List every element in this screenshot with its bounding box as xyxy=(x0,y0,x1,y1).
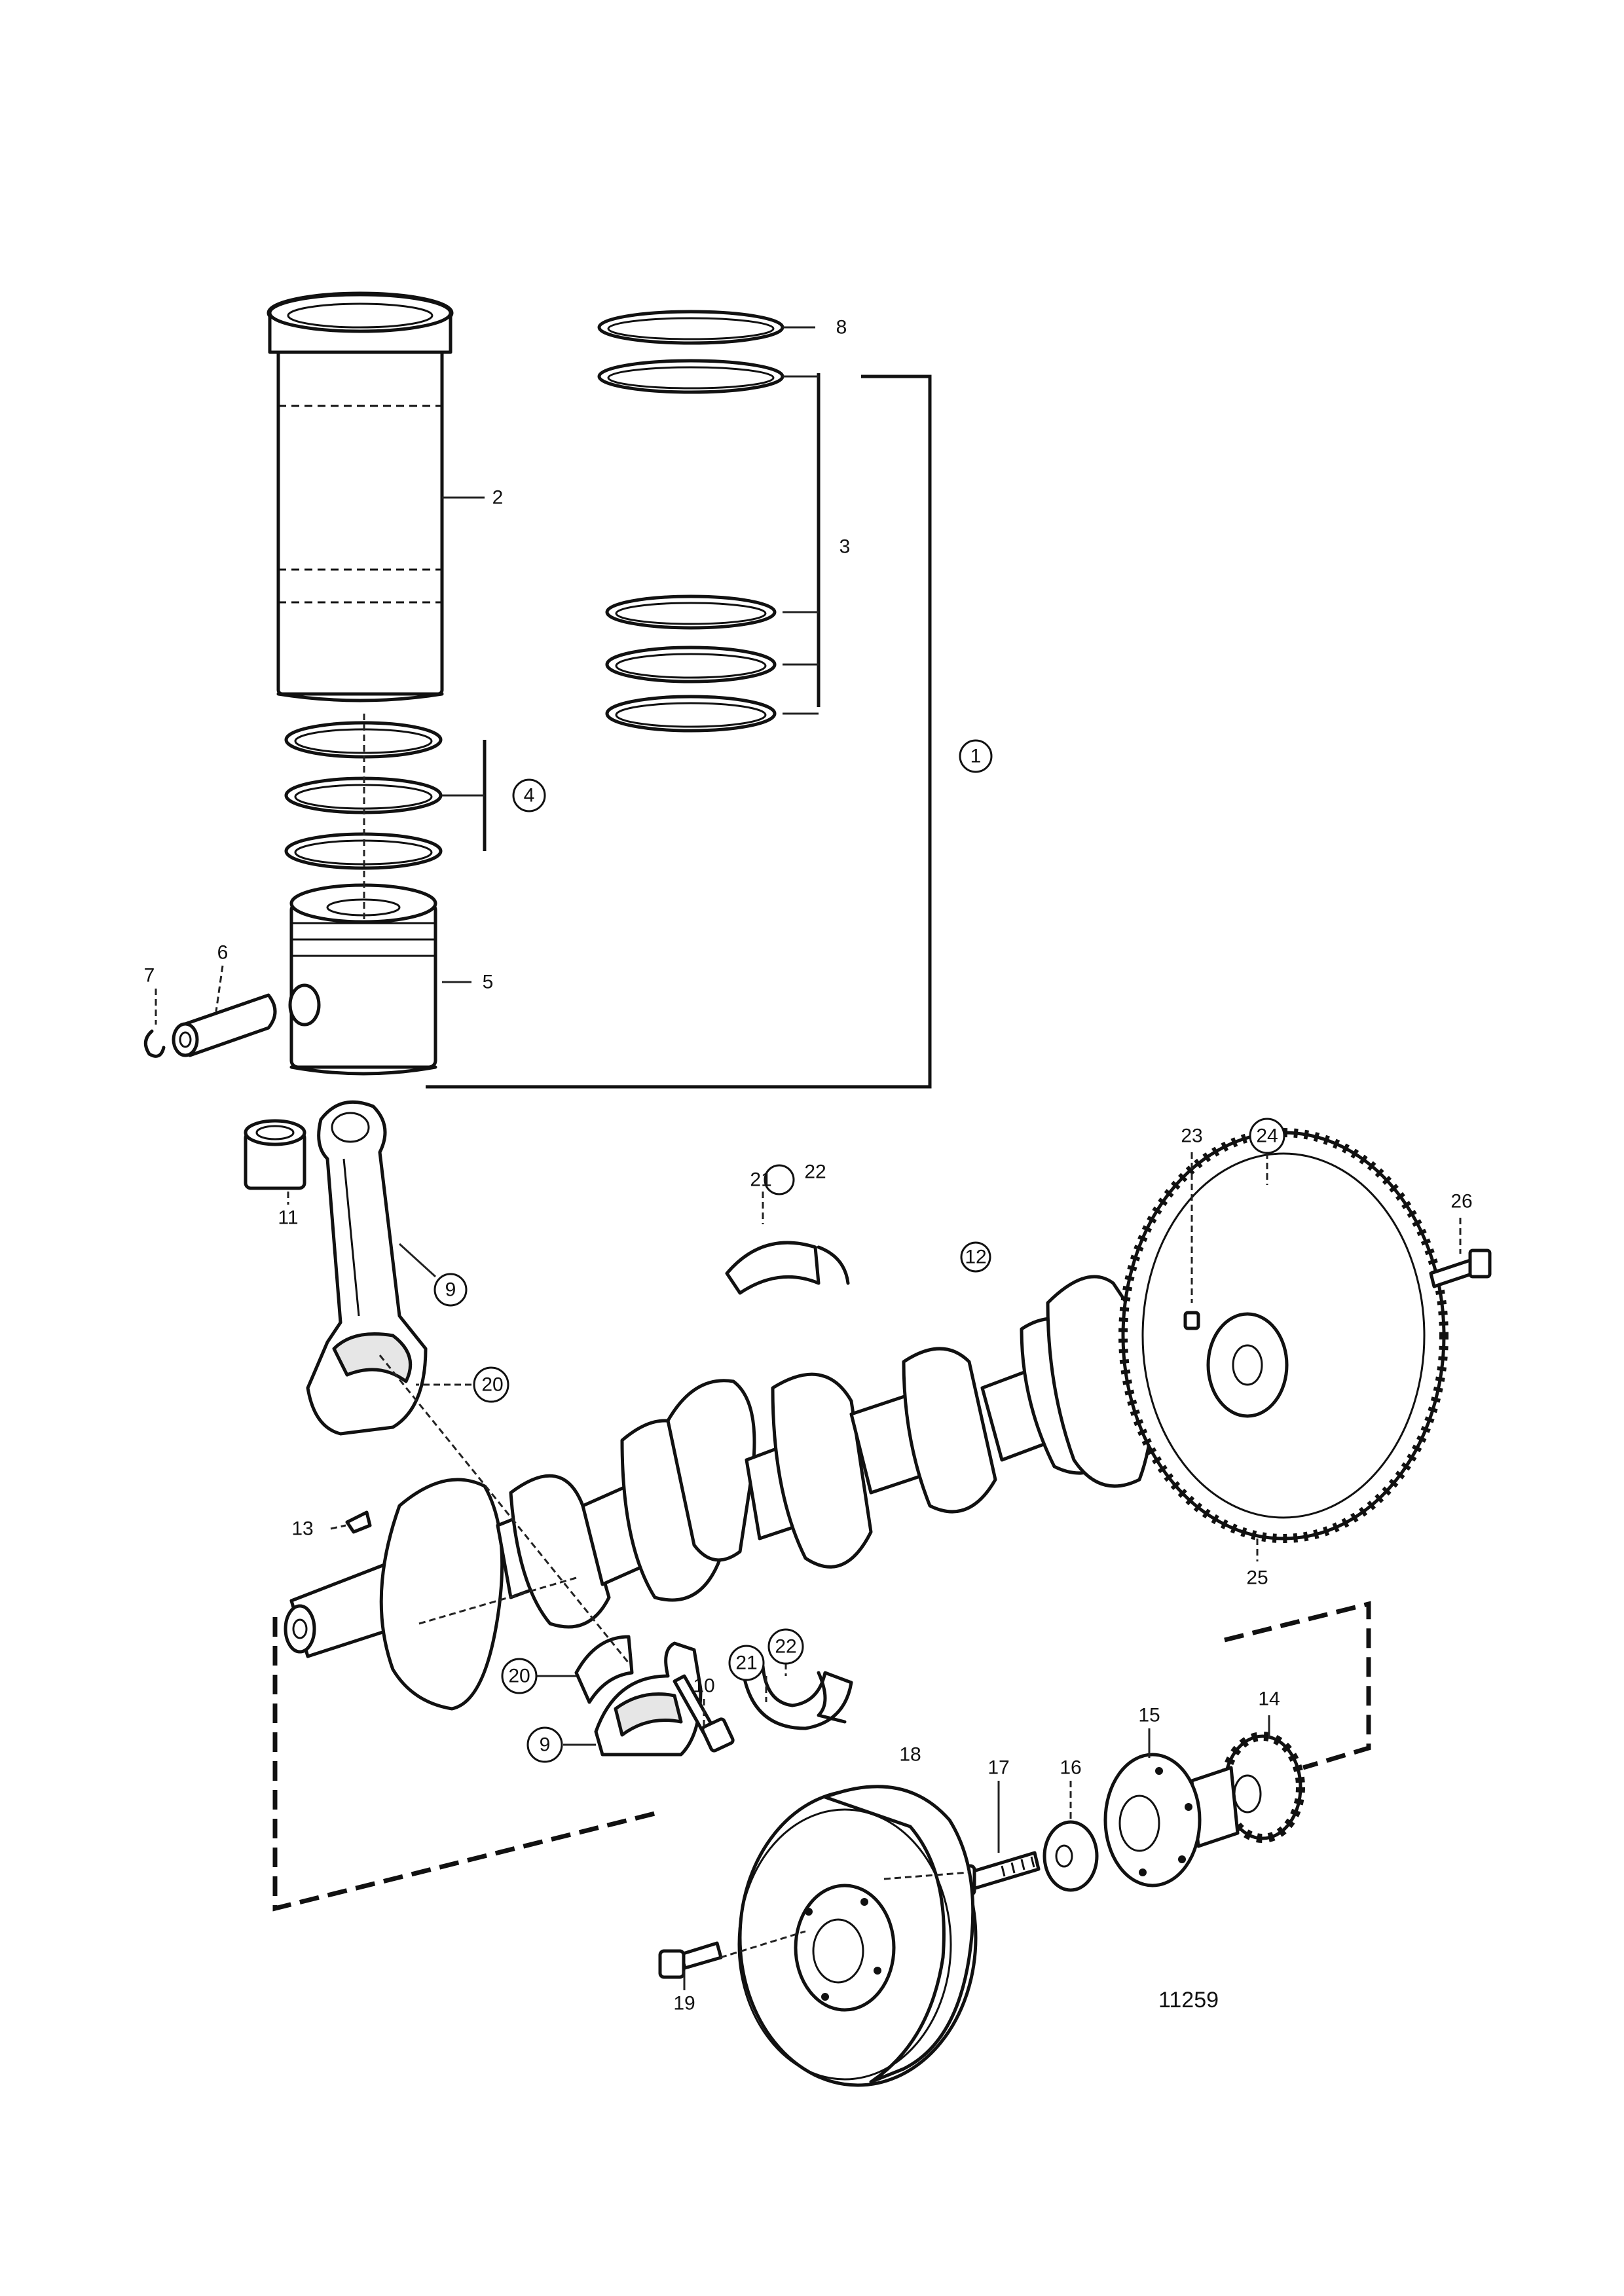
callout-label: 23 xyxy=(1181,1125,1202,1147)
callout-circle xyxy=(767,1628,804,1665)
circlip xyxy=(143,1029,166,1058)
callout-label: 16 xyxy=(1060,1757,1081,1779)
washer xyxy=(1043,1820,1099,1892)
connecting-rod-cap xyxy=(594,1641,703,1757)
callout-circle xyxy=(959,739,993,773)
small-end-bushing xyxy=(244,1119,306,1190)
callout-label: 10 xyxy=(693,1675,714,1697)
callout-label: 19 xyxy=(673,1993,695,2014)
callout-labels: 8 2 3 1 4 5 6 7 11 9 21 22 12 20 13 23 2… xyxy=(144,317,1473,2014)
callout-label: 14 xyxy=(1258,1688,1280,1710)
flywheel-bolt xyxy=(1429,1248,1492,1288)
callout-circle xyxy=(1249,1118,1285,1154)
rod-bolt xyxy=(673,1674,735,1753)
rod-bearing-shell xyxy=(574,1635,634,1704)
callout-label: 26 xyxy=(1450,1191,1472,1212)
callout-label: 20 xyxy=(508,1666,530,1687)
leader-lines xyxy=(155,714,1462,1990)
callout-label: 7 xyxy=(144,965,155,987)
cylinder-liner xyxy=(267,291,454,702)
drawing-number: 11259 xyxy=(1158,1988,1219,2013)
callout-label: 15 xyxy=(1138,1705,1160,1726)
callout-label: 21 xyxy=(750,1169,771,1191)
callout-label: 22 xyxy=(804,1161,826,1183)
callout-label: 3 xyxy=(840,536,851,558)
pulley-screw xyxy=(658,1941,723,1979)
callout-circle xyxy=(764,1164,795,1195)
flywheel-ring-gear xyxy=(1118,1128,1449,1543)
callout-label: 21 xyxy=(735,1652,757,1674)
callout-label: 18 xyxy=(899,1744,921,1766)
callout-label: 20 xyxy=(481,1374,503,1396)
kit-brackets xyxy=(426,326,932,1089)
callout-label: 22 xyxy=(775,1636,796,1658)
callout-label: 9 xyxy=(445,1279,456,1301)
callout-label: 12 xyxy=(965,1247,986,1268)
callout-label: 13 xyxy=(291,1518,313,1540)
callout-circle xyxy=(434,1273,468,1307)
main-bearing-shell-upper xyxy=(725,1241,850,1295)
callout-label: 8 xyxy=(836,317,847,338)
callout-label: 9 xyxy=(540,1734,551,1756)
assembly-frame xyxy=(272,1576,1371,1959)
callout-circle xyxy=(473,1366,509,1403)
woodruff-key xyxy=(345,1510,372,1534)
piston-pin xyxy=(172,993,277,1057)
callout-label: 2 xyxy=(492,487,504,509)
callout-label: 5 xyxy=(483,972,494,993)
connecting-rod xyxy=(306,1100,428,1436)
callout-circle xyxy=(526,1726,563,1763)
callout-circle xyxy=(501,1658,538,1694)
callout-label: 25 xyxy=(1246,1567,1268,1589)
main-bearing-shell-lower xyxy=(741,1664,853,1730)
crankshaft xyxy=(284,1275,1289,1711)
callout-circle xyxy=(512,778,546,812)
crankshaft-pulley xyxy=(737,1785,978,2087)
piston-ring-set-right xyxy=(597,310,784,733)
callout-label: 17 xyxy=(987,1757,1009,1779)
piston-ring-set xyxy=(284,721,443,870)
callout-label: 4 xyxy=(524,785,535,807)
callout-label: 24 xyxy=(1256,1125,1278,1147)
callout-label: 6 xyxy=(217,942,229,964)
dowel-pin xyxy=(1183,1311,1200,1330)
pulley-hub xyxy=(1103,1753,1240,1887)
callout-label: 11 xyxy=(278,1207,298,1229)
callout-circle xyxy=(728,1645,765,1681)
callout-circle xyxy=(960,1241,991,1273)
piston xyxy=(288,883,437,1076)
callout-label: 1 xyxy=(970,746,982,767)
